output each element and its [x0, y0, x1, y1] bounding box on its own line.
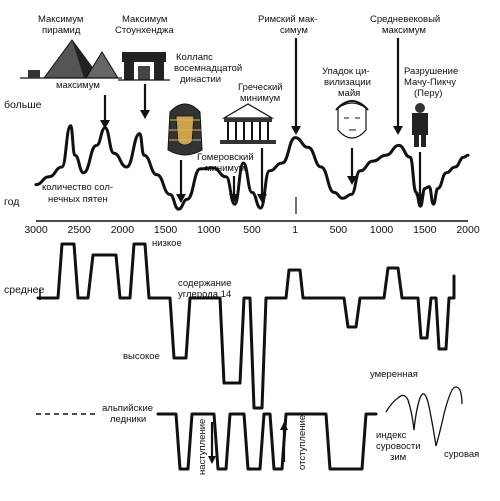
machu-arrowhead [415, 194, 425, 203]
homeric-arrowhead [229, 194, 239, 203]
glacier-panel: альпийские ледники наступление отступлен… [36, 369, 479, 475]
roman-label-line2: симум [280, 25, 308, 36]
retreat-arrowhead [280, 422, 288, 430]
pyramid-arrowhead [100, 120, 110, 129]
x-tick-label: 1500 [154, 224, 178, 236]
medieval-arrowhead [393, 126, 403, 135]
x-tick-label: 1 [292, 224, 298, 236]
pyramid-label-line1: Максимум [38, 14, 83, 25]
dynasty-label-line2: восемнадцатой [174, 63, 242, 74]
pharaoh-mask-icon [167, 103, 203, 156]
pyramid-icon [20, 39, 122, 79]
roman-label-line1: Римский мак- [258, 14, 317, 25]
winter-moderate-label: умеренная [370, 369, 418, 380]
carbon-panel: среднее низкое содержание углерода 14 вы… [4, 238, 456, 410]
parthenon-icon [220, 103, 276, 144]
x-tick-label: 1000 [370, 224, 394, 236]
winter-severity-curve [385, 386, 463, 447]
medieval-label-line2: максимум [382, 25, 426, 36]
machu-label-line2: Мачу-Пикчу [404, 77, 456, 88]
dynasty-arrowhead [176, 194, 186, 203]
advance-arrowhead [208, 456, 216, 464]
carbon-y-label: среднее [4, 284, 44, 296]
carbon-low-label: низкое [152, 238, 182, 249]
stonehenge-arrowhead [140, 110, 150, 119]
homeric-label-line1: Гомеровский [197, 152, 254, 163]
winter-index-line3: зим [390, 452, 406, 463]
sunspot-label-line1: количество сол- [42, 182, 113, 193]
x-tick-label: 3000 [24, 224, 48, 236]
x-tick-label: 1500 [413, 224, 437, 236]
maya-head-icon [335, 100, 369, 139]
stonehenge-icon [118, 52, 170, 81]
dynasty-label-line3: династии [180, 74, 221, 85]
glacier-curve [156, 412, 378, 471]
medieval-label-line1: Средневековый [370, 14, 440, 25]
glacier-label-line1: альпийские [102, 403, 153, 414]
greek-arrowhead [257, 194, 267, 203]
homeric-label-line2: минимум [205, 163, 245, 174]
x-tick-label: 500 [330, 224, 348, 236]
carbon-content-line1: содержание [178, 278, 232, 289]
stonehenge-label-line2: Стоунхенджа [115, 25, 174, 36]
stonehenge-label-line1: Максимум [122, 14, 167, 25]
winter-index-line1: индекс [376, 430, 407, 441]
maya-label-line2: вилизации [324, 77, 371, 88]
maya-arrowhead [347, 176, 357, 185]
carbon-high-label: высокое [123, 351, 160, 362]
y-label-year: год [4, 196, 19, 208]
machu-label-line3: (Перу) [414, 88, 442, 99]
pyramid-label-line2: пирамид [42, 25, 81, 36]
machu-label-line1: Разрушение [404, 66, 458, 77]
y-label-more: больше [4, 99, 42, 111]
glacier-retreat-label: отступление [297, 415, 308, 470]
carbon-content-line2: углерода 14 [178, 289, 231, 300]
x-tick-label: 2000 [111, 224, 135, 236]
carbon14-curve [36, 242, 456, 410]
greek-label-line1: Греческий [238, 82, 283, 93]
inca-figure-icon [412, 103, 428, 147]
x-tick-label: 500 [243, 224, 261, 236]
sunspot-label-line2: нечных пятен [48, 194, 108, 205]
greek-label-line2: минимум [240, 93, 280, 104]
solar-panel: больше год количество сол- нечных пятен … [4, 14, 470, 211]
glacier-advance-label: наступление [197, 419, 208, 475]
glacier-label-line2: ледники [110, 414, 146, 425]
maya-label-line3: майя [338, 88, 360, 99]
x-tick-label: 2000 [456, 224, 480, 236]
maya-label-line1: Упадок ци- [322, 66, 370, 77]
pyramid-label-line3: максимум [56, 80, 100, 91]
dynasty-label-line1: Коллапс [176, 52, 213, 63]
winter-severe-label: суровая [444, 449, 479, 460]
winter-index-line2: суровости [376, 441, 421, 452]
x-tick-label: 1000 [197, 224, 221, 236]
x-tick-label: 2500 [68, 224, 92, 236]
roman-arrowhead [291, 126, 301, 135]
